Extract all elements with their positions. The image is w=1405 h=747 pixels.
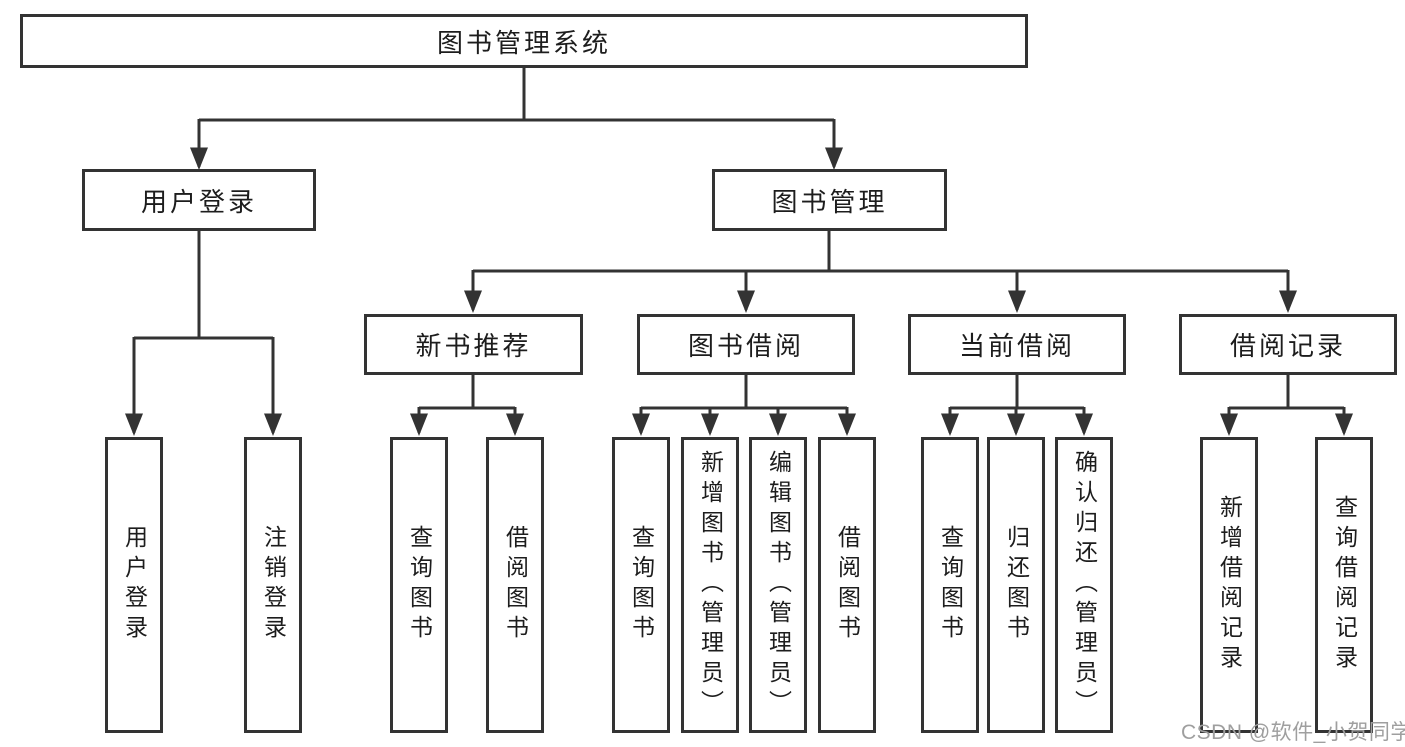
node-new-book-recommend: 新书推荐 (364, 314, 583, 375)
connector-book-management-children (464, 231, 1297, 313)
node-label: 归还图书 (1003, 525, 1030, 645)
leaf-query-books-borrowing: 查询图书 (612, 437, 670, 733)
connector-current-borrowing-children (941, 375, 1093, 436)
connector-borrowing-records-children (1220, 375, 1353, 436)
leaf-query-borrow-record: 查询借阅记录 (1315, 437, 1373, 733)
node-label: 图书管理系统 (436, 27, 611, 58)
node-label: 新增图书（管理员） (697, 450, 724, 720)
leaf-borrow-books-recommend: 借阅图书 (486, 437, 544, 733)
node-label: 借阅记录 (1229, 331, 1346, 361)
csdn-watermark: CSDN @软件_小贺同学 (1181, 721, 1405, 744)
node-label: 用户登录 (140, 186, 257, 217)
leaf-logout: 注销登录 (244, 437, 302, 733)
node-label: 新增借阅记录 (1216, 495, 1243, 675)
connector-root-to-level2 (190, 68, 843, 170)
leaf-add-books-admin: 新增图书（管理员） (681, 437, 739, 733)
node-label: 查询图书 (628, 525, 655, 645)
connector-book-borrowing-children (632, 375, 856, 436)
leaf-borrow-books: 借阅图书 (818, 437, 876, 733)
leaf-query-books-current: 查询图书 (921, 437, 979, 733)
connector-user-login-children (125, 231, 282, 436)
node-label: 确认归还（管理员） (1071, 450, 1098, 720)
node-label: 借阅图书 (502, 525, 529, 645)
node-book-management: 图书管理 (712, 169, 947, 231)
node-current-borrowing: 当前借阅 (908, 314, 1126, 375)
leaf-user-login: 用户登录 (105, 437, 163, 733)
node-label: 用户登录 (121, 525, 148, 645)
node-borrowing-records: 借阅记录 (1179, 314, 1397, 375)
node-label: 查询图书 (406, 525, 433, 645)
leaf-query-books-recommend: 查询图书 (390, 437, 448, 733)
node-label: 图书借阅 (687, 331, 804, 361)
leaf-return-books: 归还图书 (987, 437, 1045, 733)
node-book-borrowing: 图书借阅 (637, 314, 855, 375)
node-label: 查询借阅记录 (1331, 495, 1358, 675)
node-label: 新书推荐 (415, 331, 532, 361)
leaf-edit-books-admin: 编辑图书（管理员） (749, 437, 807, 733)
node-root: 图书管理系统 (20, 14, 1028, 68)
node-label: 编辑图书（管理员） (765, 450, 792, 720)
leaf-confirm-return-admin: 确认归还（管理员） (1055, 437, 1113, 733)
connector-new-book-recommend-children (410, 375, 524, 436)
node-user-login: 用户登录 (82, 169, 316, 231)
node-label: 注销登录 (260, 525, 287, 645)
node-label: 查询图书 (937, 525, 964, 645)
leaf-add-borrow-record: 新增借阅记录 (1200, 437, 1258, 733)
node-label: 借阅图书 (834, 525, 861, 645)
node-label: 当前借阅 (958, 331, 1075, 361)
node-label: 图书管理 (771, 186, 888, 217)
